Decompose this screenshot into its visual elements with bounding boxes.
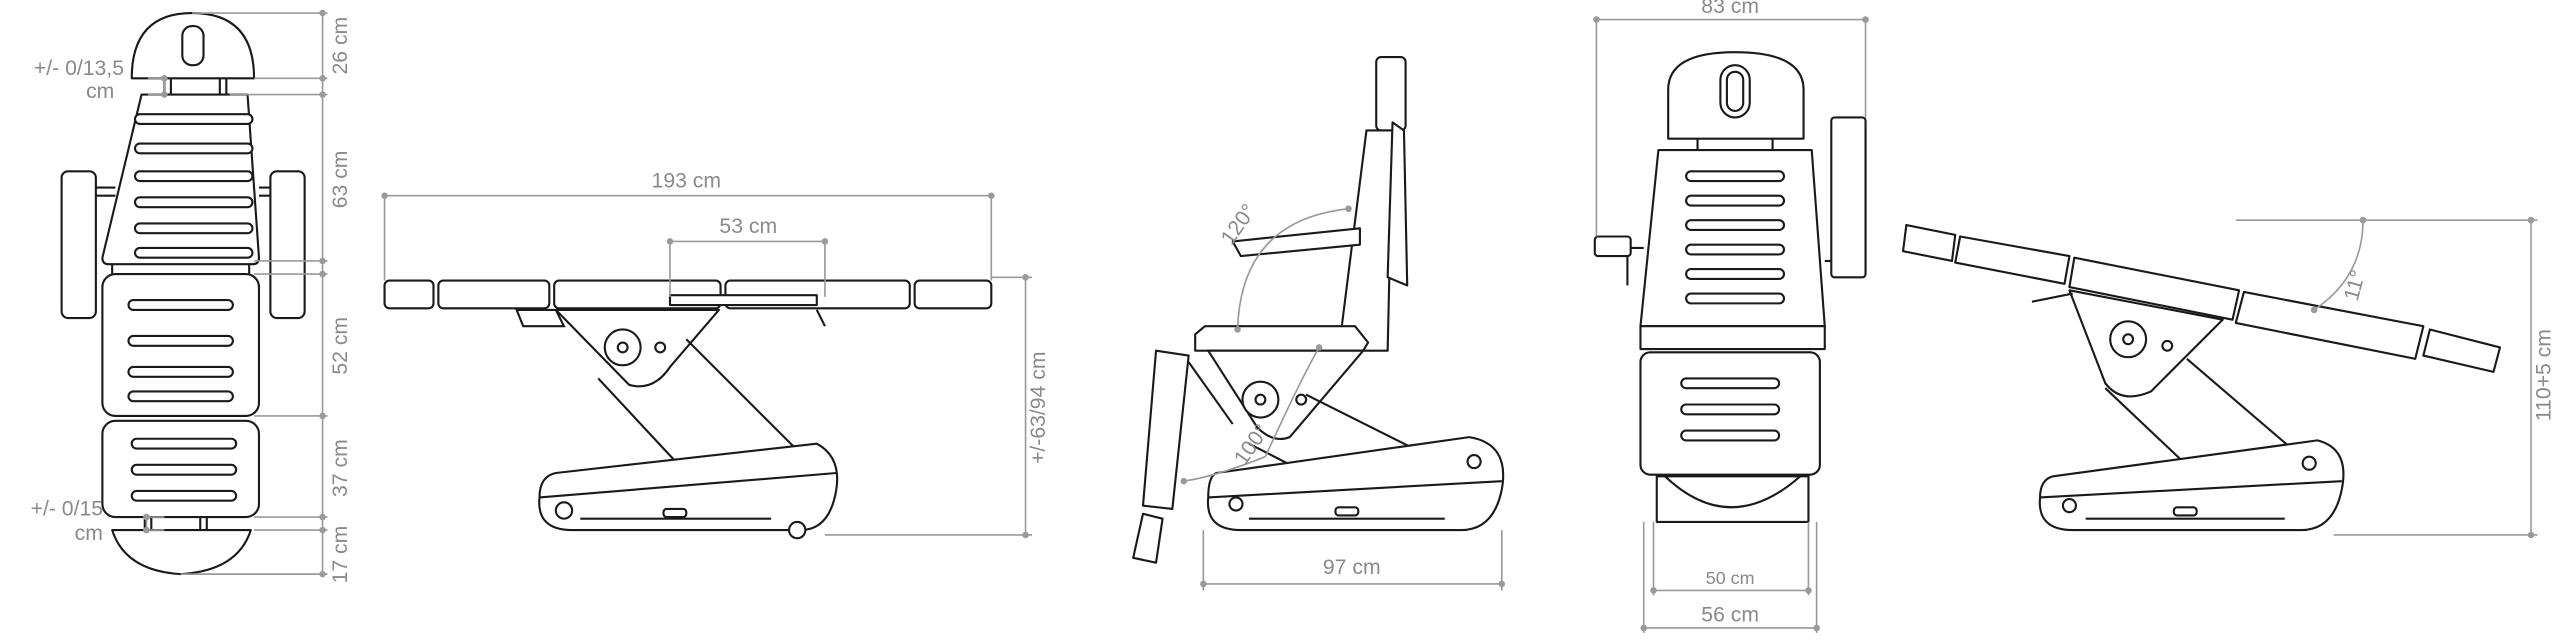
seat-travel-label: 53 cm bbox=[719, 215, 777, 238]
max-height-label: 110+5 cm bbox=[2533, 329, 2556, 421]
right-armrest bbox=[269, 170, 306, 320]
left-armrest bbox=[60, 170, 97, 320]
top-view-dimensions bbox=[143, 9, 328, 578]
top-view: 26 cm 63 cm 52 cm 37 cm 17 cm +/- 0/13,5… bbox=[31, 9, 352, 584]
backrest-length-label: 63 cm bbox=[329, 151, 352, 209]
inner-base-width-label: 50 cm bbox=[1706, 568, 1755, 588]
footrest-length-label: 17 cm bbox=[329, 526, 352, 584]
base-width-label: 56 cm bbox=[1701, 603, 1759, 626]
chair-side-dimensions bbox=[1180, 205, 1506, 591]
headrest-hole bbox=[181, 25, 205, 67]
flat-side-dimensions bbox=[381, 192, 1033, 539]
front-view: 83 cm 50 cm 56 cm bbox=[1593, 0, 1869, 633]
base-length-label: 97 cm bbox=[1323, 556, 1381, 579]
chair-side-view: 120° 100° 97 cm bbox=[1132, 56, 1506, 591]
front-view-dimensions bbox=[1593, 16, 1869, 633]
tilt-side-view: 11° 110+5 cm bbox=[1901, 216, 2556, 539]
tilt-side-dimensions bbox=[2235, 216, 2538, 539]
tilt-angle-label: 11° bbox=[2340, 268, 2370, 303]
total-length-label: 193 cm bbox=[652, 170, 721, 193]
headrest-adjust-unit: cm bbox=[86, 80, 114, 103]
seat-length-label: 52 cm bbox=[329, 317, 352, 375]
flat-side-view: 193 cm 53 cm +/-63/94 cm bbox=[381, 170, 1050, 540]
headrest-adjust-label: +/- 0/13,5 bbox=[34, 57, 124, 80]
backrest-slots bbox=[133, 113, 254, 259]
legrest-length-label: 37 cm bbox=[329, 439, 352, 497]
total-width-label: 83 cm bbox=[1701, 0, 1759, 18]
footrest-adjust-unit: cm bbox=[75, 522, 103, 545]
footrest-adjust-label: +/- 0/15 bbox=[31, 497, 103, 520]
height-range-label: +/-63/94 cm bbox=[1027, 352, 1050, 464]
headrest-length-label: 26 cm bbox=[329, 17, 352, 75]
footrest bbox=[111, 529, 252, 576]
